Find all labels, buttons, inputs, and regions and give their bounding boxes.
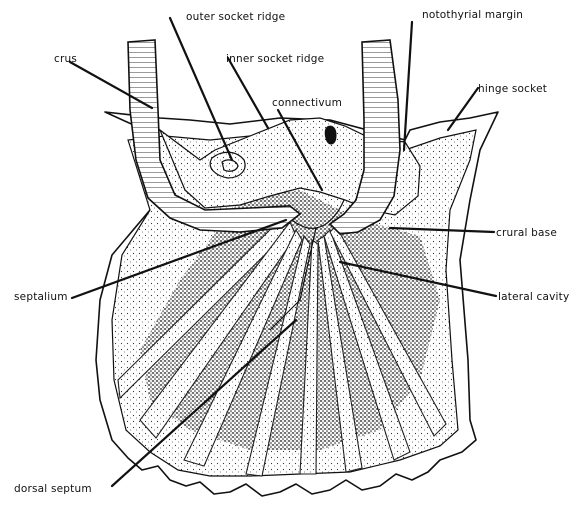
label-outer-socket-ridge: outer socket ridge [186,11,285,23]
label-crus: crus [54,53,77,65]
label-crural-base: crural base [496,227,557,239]
label-inner-socket-ridge: inner socket ridge [226,53,324,65]
label-dorsal-septum: dorsal septum [14,483,92,495]
label-connectivum: connectivum [272,97,342,109]
label-notothyrial-margin: notothyrial margin [422,9,523,21]
label-hinge-socket: hinge socket [478,83,547,95]
label-lateral-cavity: lateral cavity [498,291,569,303]
label-septalium: septalium [14,291,68,303]
